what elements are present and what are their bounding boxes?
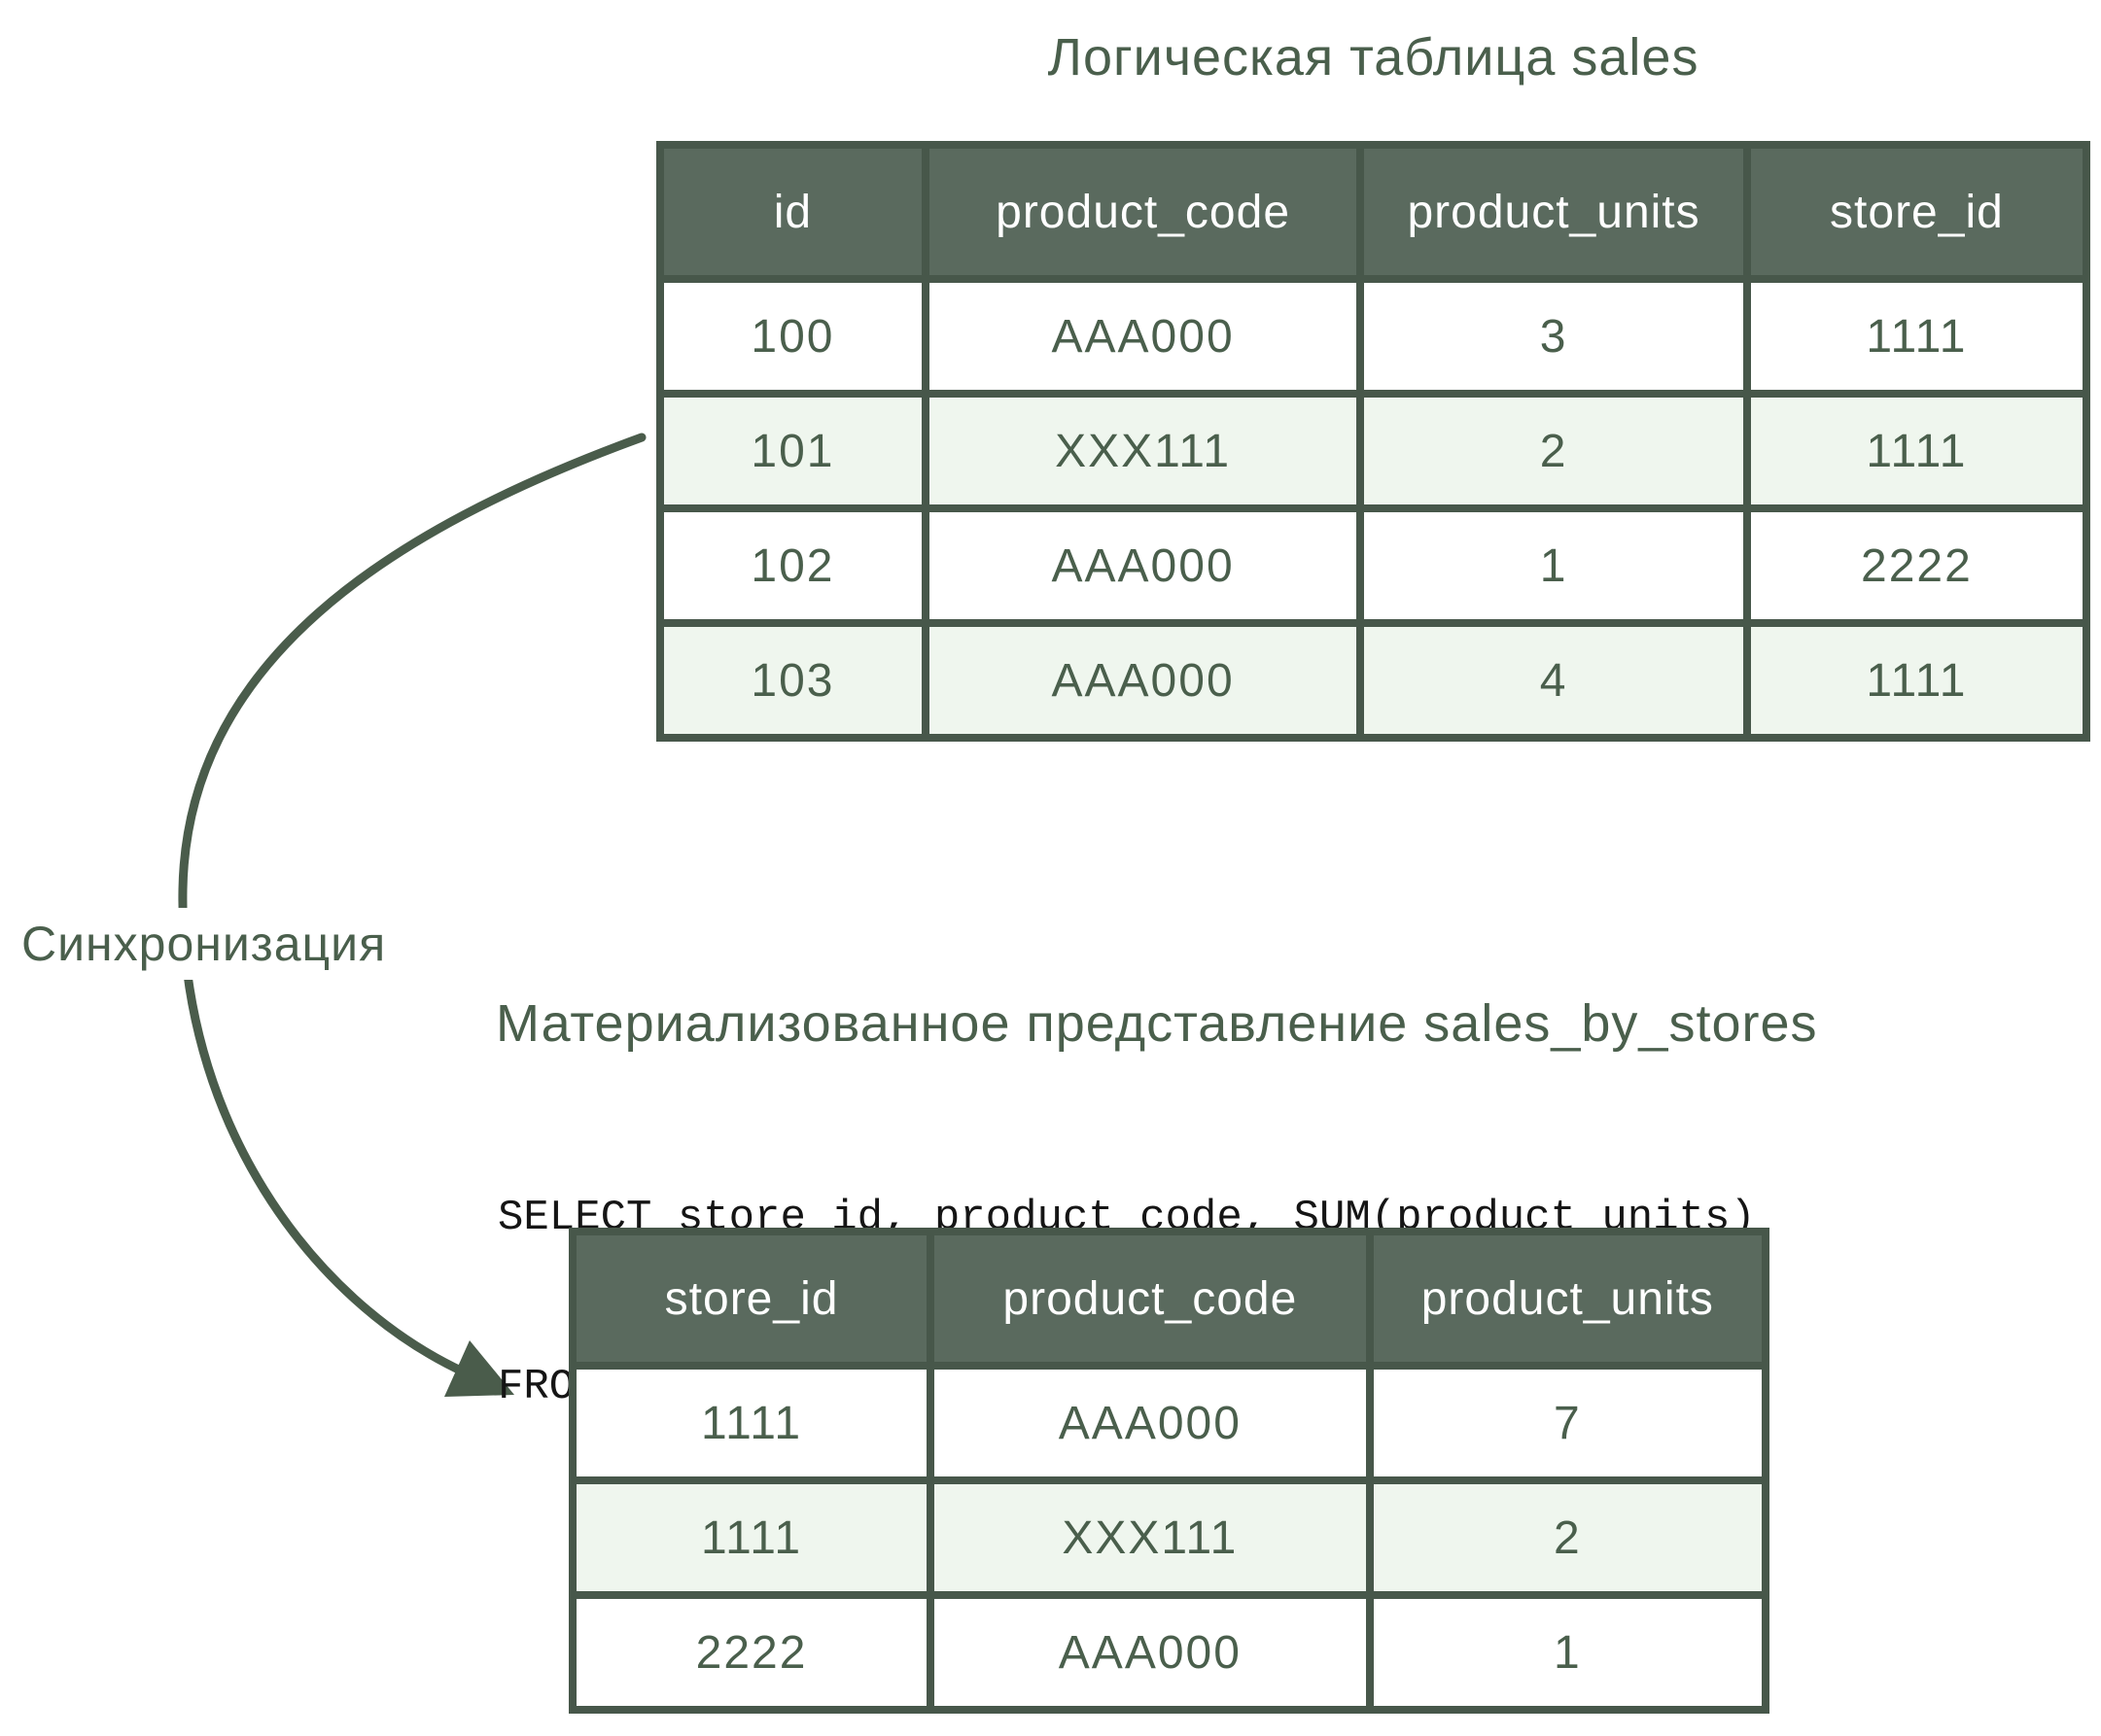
table-row: 102 AAA000 1 2222 (656, 504, 2091, 627)
table-cell: 2 (1356, 390, 1751, 512)
table-cell: AAA000 (921, 619, 1365, 742)
materialized-view-title: Материализованное представление sales_by… (496, 994, 1818, 1053)
column-header-store-id: store_id (1742, 141, 2091, 283)
table-row: 100 AAA000 3 1111 (656, 275, 2091, 398)
table-header-row: id product_code product_units store_id (656, 141, 2091, 283)
table-cell: 103 (656, 619, 929, 742)
table-cell: 1111 (568, 1362, 935, 1484)
table-cell: 100 (656, 275, 929, 398)
table-header-row: store_id product_code product_units (568, 1228, 1770, 1370)
table-cell: AAA000 (921, 504, 1365, 627)
sales-by-stores-table: store_id product_code product_units 1111… (568, 1228, 1770, 1714)
table-row: 101 XXX111 2 1111 (656, 390, 2091, 512)
table-cell: 3 (1356, 275, 1751, 398)
table-cell: AAA000 (927, 1362, 1374, 1484)
table-cell: 1 (1356, 504, 1751, 627)
table-cell: 1 (1365, 1591, 1770, 1714)
sync-label: Синхронизация (12, 908, 397, 980)
column-header-store-id: store_id (568, 1228, 935, 1370)
table-row: 2222 AAA000 1 (568, 1591, 1770, 1714)
logical-table-title: Логическая таблица sales (1047, 28, 1699, 87)
table-cell: 102 (656, 504, 929, 627)
table-row: 1111 AAA000 7 (568, 1362, 1770, 1484)
table-cell: 1111 (1742, 275, 2091, 398)
table-row: 1111 XXX111 2 (568, 1476, 1770, 1599)
table-cell: 101 (656, 390, 929, 512)
table-row: 103 AAA000 4 1111 (656, 619, 2091, 742)
table-cell: 2222 (1742, 504, 2091, 627)
table-cell: XXX111 (921, 390, 1365, 512)
table-cell: 1111 (1742, 619, 2091, 742)
table-cell: 1111 (568, 1476, 935, 1599)
table-cell: XXX111 (927, 1476, 1374, 1599)
column-header-product-units: product_units (1356, 141, 1751, 283)
table-cell: AAA000 (921, 275, 1365, 398)
column-header-id: id (656, 141, 929, 283)
table-cell: AAA000 (927, 1591, 1374, 1714)
sales-table: id product_code product_units store_id 1… (656, 141, 2091, 742)
table-cell: 1111 (1742, 390, 2091, 512)
table-cell: 2 (1365, 1476, 1770, 1599)
column-header-product-code: product_code (927, 1228, 1374, 1370)
table-cell: 4 (1356, 619, 1751, 742)
table-cell: 7 (1365, 1362, 1770, 1484)
column-header-product-units: product_units (1365, 1228, 1770, 1370)
table-cell: 2222 (568, 1591, 935, 1714)
column-header-product-code: product_code (921, 141, 1365, 283)
